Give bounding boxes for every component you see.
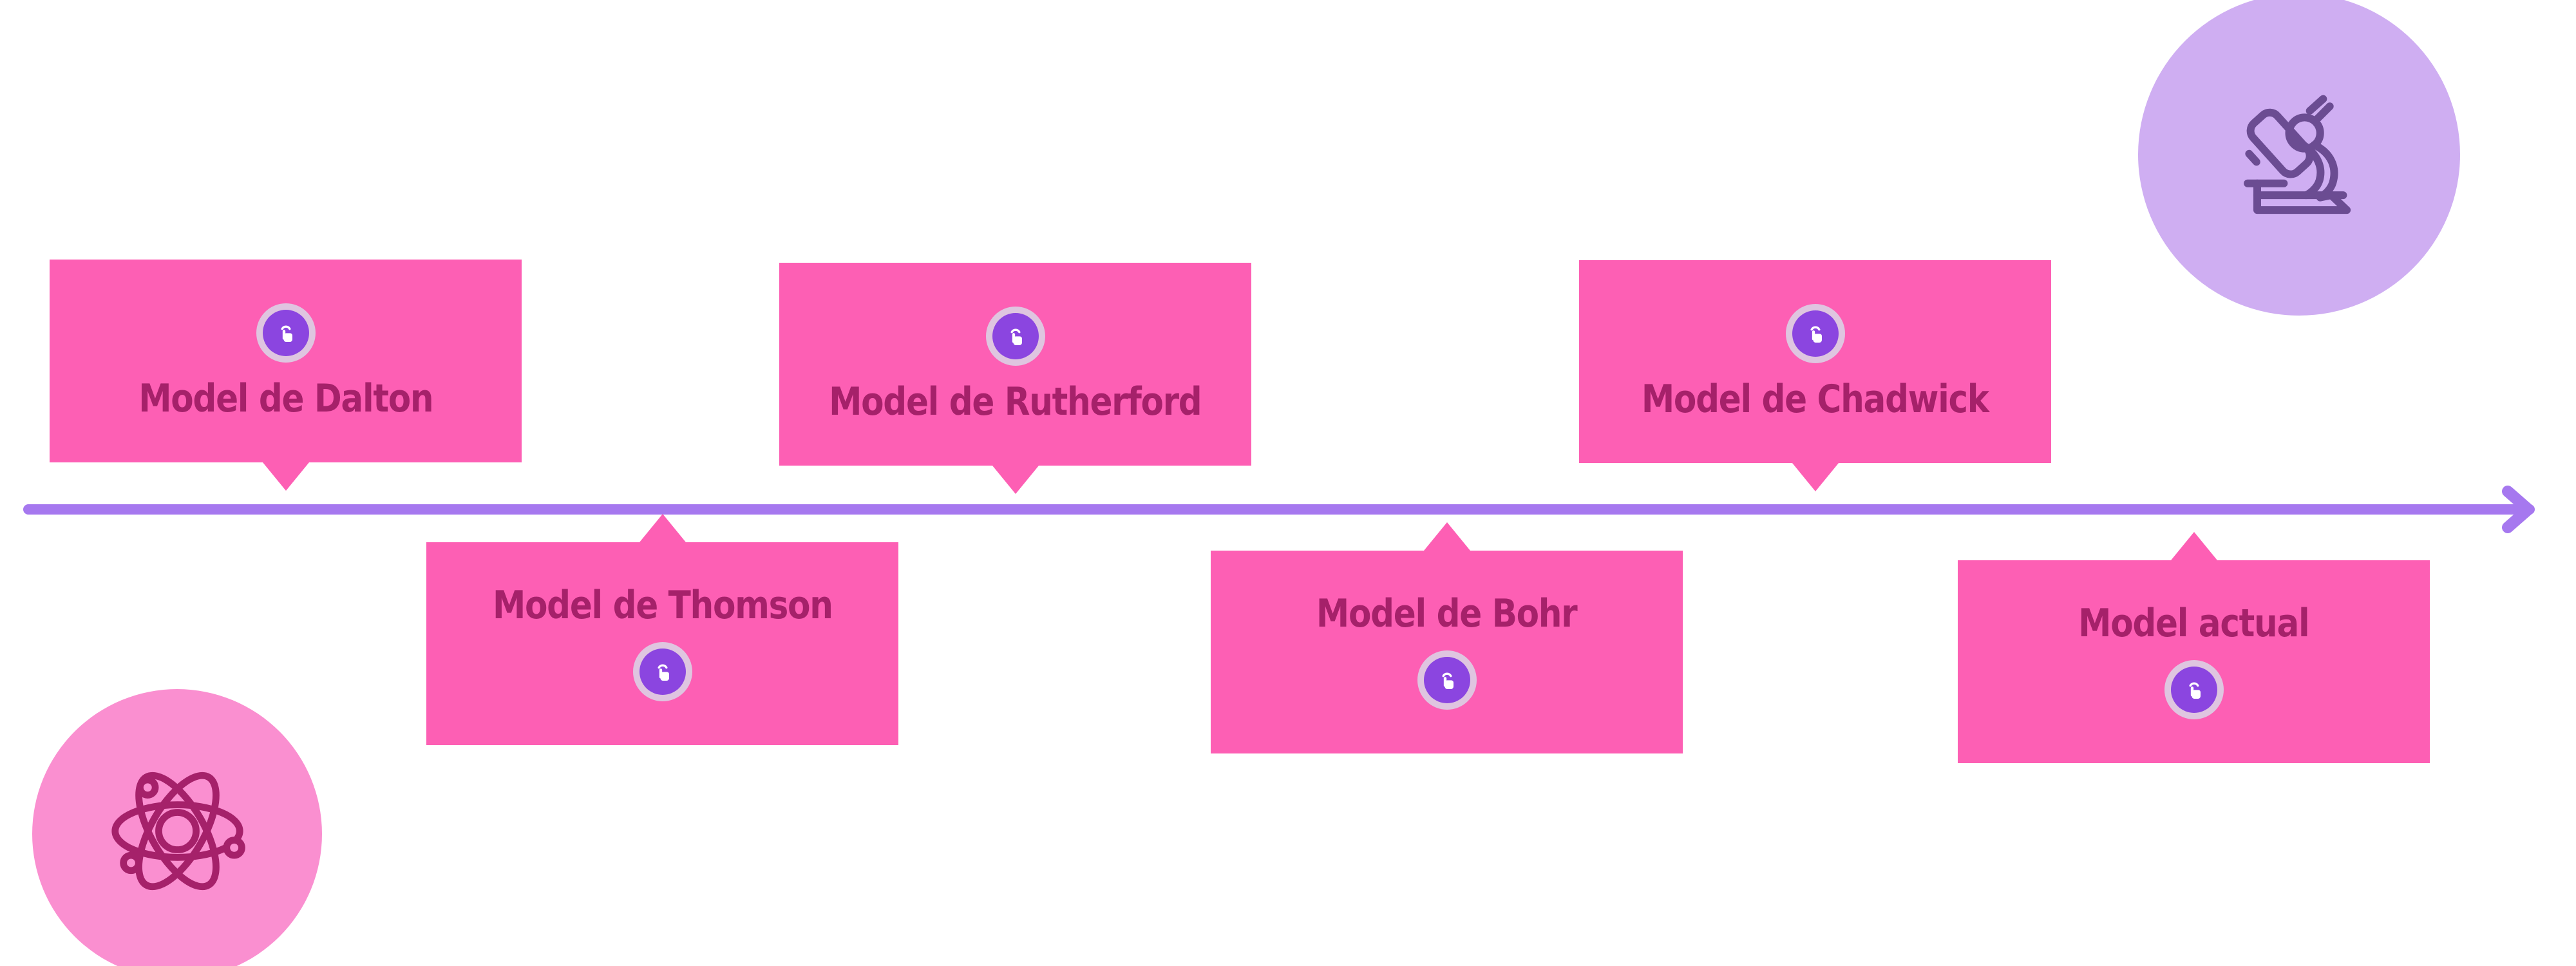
milestone-card-thomson[interactable]: Model de Thomson [426, 514, 898, 745]
milestone-card-bohr[interactable]: Model de Bohr [1211, 522, 1683, 753]
milestone-card-chadwick[interactable]: Model de Chadwick [1579, 260, 2051, 491]
tap-icon[interactable] [1417, 650, 1477, 710]
microscope-icon [2222, 85, 2376, 224]
milestone-label: Model actual [2078, 600, 2310, 646]
card-pointer [262, 462, 309, 491]
atom-emblem [32, 689, 322, 966]
tap-icon[interactable] [632, 642, 692, 702]
tap-icon[interactable] [1785, 303, 1845, 363]
card-pointer [1792, 463, 1839, 491]
milestone-label: Model de Rutherford [829, 379, 1202, 424]
milestone-card-rutherford[interactable]: Model de Rutherford [779, 263, 1251, 494]
atom-icon [108, 768, 247, 900]
milestone-card-actual[interactable]: Model actual [1958, 532, 2430, 763]
microscope-emblem [2138, 0, 2460, 316]
milestone-label: Model de Dalton [138, 375, 433, 421]
milestone-label: Model de Chadwick [1642, 376, 1989, 422]
card-pointer [1423, 522, 1470, 551]
tap-icon[interactable] [2164, 660, 2224, 720]
tap-icon[interactable] [985, 306, 1045, 366]
card-pointer [992, 466, 1039, 494]
card-pointer [2170, 532, 2217, 560]
milestone-label: Model de Thomson [492, 582, 833, 628]
milestone-label: Model de Bohr [1316, 591, 1578, 636]
timeline-arrow-head-icon [2486, 478, 2548, 540]
tap-icon[interactable] [256, 303, 316, 363]
card-pointer [639, 514, 686, 542]
timeline-axis-line [23, 504, 2535, 515]
milestone-card-dalton[interactable]: Model de Dalton [50, 260, 522, 491]
